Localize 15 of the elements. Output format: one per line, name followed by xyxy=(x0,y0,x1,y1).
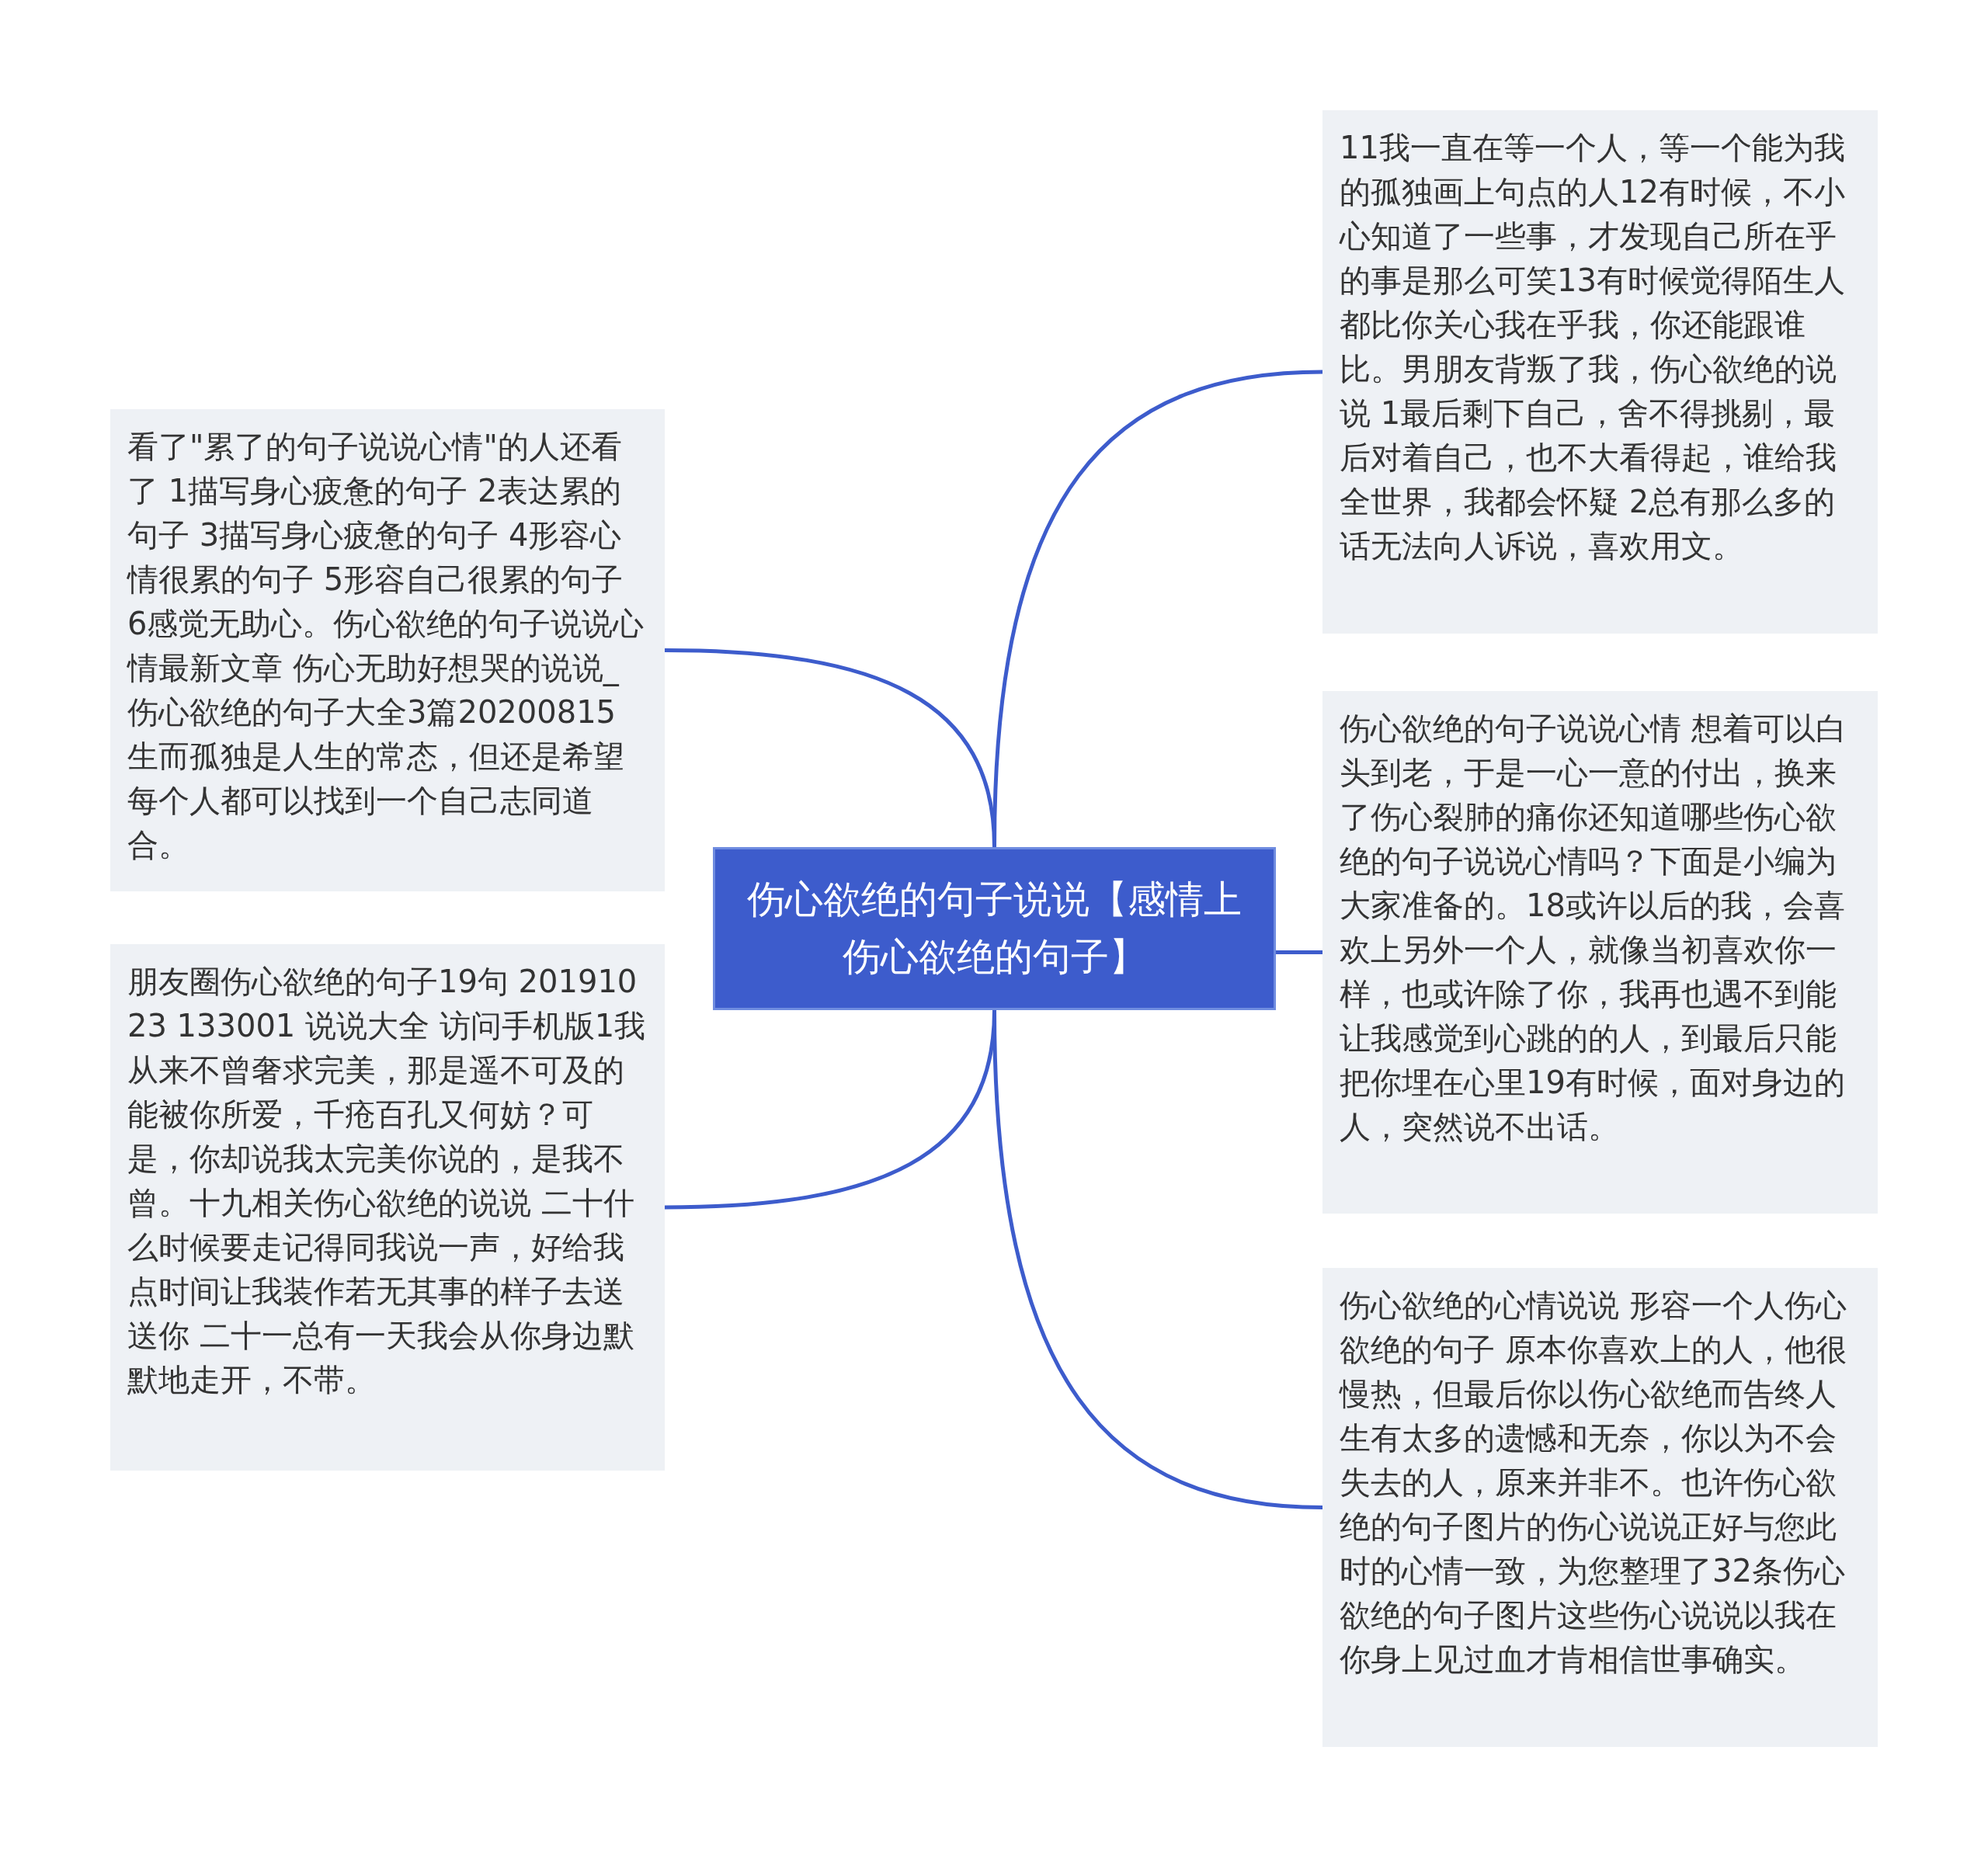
topic-box xyxy=(1322,1268,1878,1747)
topic-text: 伤心欲绝的句子说说心情 想着可以白头到老，于是一心一意的付出，换来了伤心裂肺的痛你还知道哪些伤心欲绝的句子说说心情吗？下面是小编为大家准备的。18或许以后的我，会喜欢上另外一个人，就像当初喜欢你一样，也或许除了你，我再也遇不到能让我感觉到心跳的的人，到最后只能把你埋在心里19有时候，面对身边的人，突然说不出话。 xyxy=(1340,710,1847,1146)
connector-line xyxy=(992,1009,1323,1509)
topic-text: 看了"累了的句子说说心情"的人还看了 1描写身心疲惫的句子 2表达累的句子 3描写身心疲惫的句子 4形容心情很累的句子 5形容自己很累的句子 6感觉无助心。伤心欲绝的句子说说心情最新文章 伤心无助好想哭的说说_伤心欲绝的句子大全3篇20200815 生而孤独是人生的常态，但还是希望每个人都可以找到一个自己志同道合。 xyxy=(127,428,645,864)
topic-box xyxy=(110,409,665,891)
topic-box xyxy=(1322,691,1878,1214)
topic-box xyxy=(1322,110,1878,634)
topic-text: 伤心欲绝的心情说说 形容一个人伤心欲绝的句子 原本你喜欢上的人，他很慢热，但最后你以伤心欲绝而告终人生有太多的遗憾和无奈，你以为不会失去的人，原来并非不。也许伤心欲绝的句子图片的伤心说说正好与您此时的心情一致，为您整理了32条伤心欲绝的句子图片这些伤心说说以我在你身上见过血才肯相信世事确实。 xyxy=(1340,1287,1847,1679)
central-topic-box xyxy=(713,847,1276,1010)
topic-text: 朋友圈伤心欲绝的句子19句 20191023 133001 说说大全 访问手机版1我从来不曾奢求完美，那是遥不可及的能被你所爱，千疮百孔又何妨？可是，你却说我太完美你说的，是我不曾。十九相关伤心欲绝的说说 二十什么时候要走记得同我说一声，好给我点时间让我装作若无其事的样子去送送你 二十一总有一天我会从你身边默默地走开，不带。 xyxy=(127,963,647,1399)
connector-line xyxy=(1276,950,1322,954)
topic-box xyxy=(110,944,665,1471)
topic-text: 11我一直在等一个人，等一个能为我的孤独画上句点的人12有时候，不小心知道了一些事，才发现自己所在乎的事是那么可笑13有时候觉得陌生人都比你关心我在乎我，你还能跟谁比。男朋友背叛了我，伤心欲绝的说说 1最后剩下自己，舍不得挑剔，最后对着自己，也不大看得起，谁给我全世界，我都会怀疑 2总有那么多的话无法向人诉说，喜欢用文。 xyxy=(1340,129,1846,565)
connector-line xyxy=(992,370,1323,848)
topic-text: 伤心欲绝的句子说说【感情上伤心欲绝的句子】 xyxy=(746,877,1242,981)
